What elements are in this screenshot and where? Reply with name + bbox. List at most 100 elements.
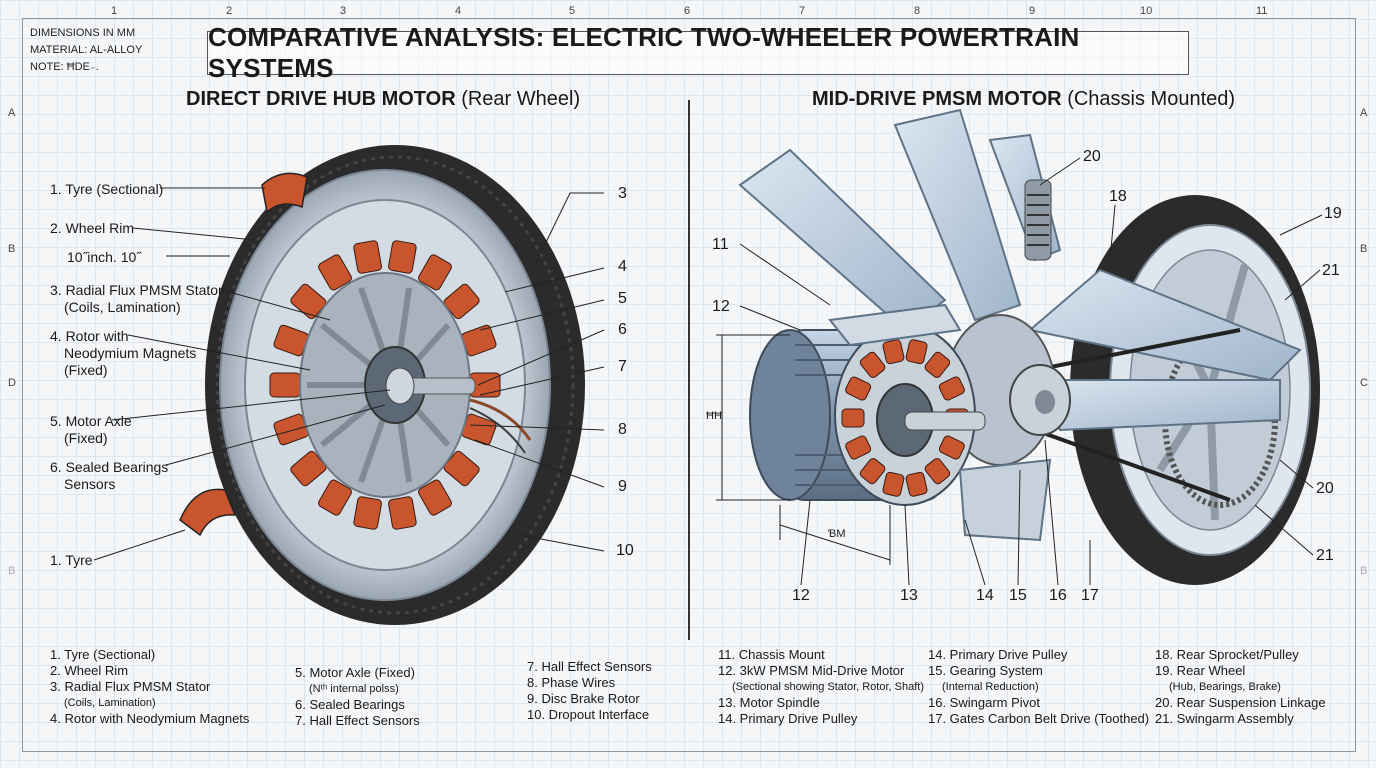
coil-winding (318, 254, 352, 291)
swingarm (1038, 379, 1281, 432)
part-number-21-top: 21 (1322, 262, 1340, 279)
coil-winding (353, 240, 382, 274)
rear-shock (1024, 179, 1052, 261)
callout-axle-fixed: (Fixed) (64, 430, 108, 446)
callout-stator-sub: (Coils, Lamination) (64, 299, 181, 315)
hub-motor-wheel (179, 145, 585, 625)
ruler-letter: C (1360, 377, 1368, 389)
mid-drive-assembly (738, 108, 1320, 585)
legend-item-sub: (Hub, Bearings, Brake) (1169, 681, 1281, 693)
dimension-width-label: ƁM (828, 528, 846, 540)
part-number-19: 19 (1324, 205, 1342, 222)
phase-wires (469, 398, 532, 441)
section-divider (688, 100, 690, 640)
stator-coils (269, 240, 501, 530)
left-title-bold: DIRECT DRIVE HUB MOTOR (186, 88, 456, 110)
part-number-13: 13 (900, 587, 918, 604)
part-number-16: 16 (1049, 587, 1067, 604)
legend-item: 12. 3kW PMSM Mid-Drive Motor (718, 663, 905, 678)
legend-item: 15. Gearing System (928, 663, 1043, 678)
callout-wheel-rim: 2. Wheel Rim (50, 220, 135, 236)
ruler-number: 3 (340, 5, 347, 17)
coil-winding (353, 496, 382, 530)
coil-winding (905, 339, 928, 365)
ruler-number: 11 (1256, 5, 1268, 17)
coil-winding (443, 450, 480, 487)
note-general: NOTE: ĦDE₋. (30, 61, 99, 73)
ruler-letter: D (8, 377, 16, 389)
ruler-letter: B (8, 565, 16, 577)
ruler-number: 7 (799, 5, 806, 17)
coil-winding (924, 351, 951, 378)
legend-item: 9. Disc Brake Rotor (527, 691, 640, 706)
coil-winding (938, 376, 965, 401)
part-number-12-top: 12 (712, 298, 730, 315)
ruler-number: 4 (455, 5, 462, 17)
legend-item-sub: (Nᵗʰ internal polss) (309, 683, 399, 695)
right-leader-lines (739, 157, 1323, 586)
legend-item: 13. Motor Spindle (718, 695, 820, 710)
coil-winding (418, 479, 452, 516)
part-number-21-bottom: 21 (1316, 547, 1334, 564)
coil-winding (938, 435, 965, 460)
dimension-height-label: ĦĦ (706, 410, 722, 422)
page-title: COMPARATIVE ANALYSIS: ELECTRIC TWO-WHEEL… (208, 22, 1080, 83)
coil-winding (318, 479, 352, 516)
left-legend-col-2: 5. Motor Axle (Fixed) (Nᵗʰ internal pols… (295, 665, 420, 729)
ruler-letter: B (1360, 243, 1368, 255)
coil-winding (859, 351, 886, 378)
part-number-10: 10 (616, 542, 634, 559)
coil-winding (269, 372, 301, 398)
legend-item: 20. Rear Suspension Linkage (1155, 695, 1326, 710)
callout-rotor-fixed: (Fixed) (64, 362, 108, 378)
callout-rotor-magnets: Neodymium Magnets (64, 345, 197, 361)
coil-winding (418, 254, 452, 291)
left-legend-col-3: 7. Hall Effect Sensors 8. Phase Wires 9.… (527, 659, 652, 723)
note-dimensions: DIMENSIONS IN MM (30, 27, 136, 39)
legend-item-sub: (Sectional showing Stator, Rotor, Shaft) (732, 681, 924, 693)
legend-item: 14. Primary Drive Pulley (928, 647, 1068, 662)
carbon-belt (1034, 328, 1241, 502)
legend-item: 7. Hall Effect Sensors (527, 659, 652, 674)
ruler-number: 9 (1029, 5, 1036, 17)
callout-rotor: 4. Rotor with (50, 328, 129, 344)
legend-item: 17. Gates Carbon Belt Drive (Toothed) (928, 711, 1150, 726)
legend-item: 8. Phase Wires (527, 675, 616, 690)
drawing-frame (22, 18, 1356, 752)
legend-item-sub: (Internal Reduction) (942, 681, 1039, 693)
legend-item: 1. Tyre (Sectional) (50, 647, 156, 662)
part-number-4: 4 (618, 258, 627, 275)
coil-winding (882, 471, 905, 497)
right-legend-col-3: 18. Rear Sprocket/Pulley 19. Rear Wheel … (1155, 647, 1326, 727)
ruler-letter: A (1360, 107, 1368, 119)
part-number-8: 8 (618, 421, 627, 438)
coil-winding (845, 435, 872, 460)
chassis-mount (828, 303, 962, 347)
coil-winding (388, 240, 417, 274)
legend-item: 19. Rear Wheel (1155, 663, 1246, 678)
coil-winding (388, 496, 417, 530)
title-block: COMPARATIVE ANALYSIS: ELECTRIC TWO-WHEEL… (207, 22, 1189, 83)
legend-item: 2. Wheel Rim (50, 663, 129, 678)
legend-item-sub: (Coils, Lamination) (64, 697, 156, 709)
left-section-title: DIRECT DRIVE HUB MOTOR (Rear Wheel) (186, 88, 580, 111)
motor-spindle (904, 411, 986, 431)
callout-motor-axle: 5. Motor Axle (50, 413, 132, 429)
ruler-number: 10 (1140, 5, 1153, 17)
note-material: MATERIAL: AL-ALLOY (30, 44, 143, 56)
part-number-14: 14 (976, 587, 994, 604)
legend-item: 5. Motor Axle (Fixed) (295, 665, 415, 680)
seat-tube (893, 108, 1022, 322)
left-legend-col-1: 1. Tyre (Sectional) 2. Wheel Rim 3. Radi… (50, 647, 249, 727)
part-number-15: 15 (1009, 587, 1027, 604)
right-title-rest: (Chassis Mounted) (1061, 88, 1236, 110)
ruler-number: 5 (569, 5, 576, 17)
ruler-letter: B (1360, 565, 1368, 577)
legend-item: 14. Primary Drive Pulley (718, 711, 858, 726)
ruler-letter: B (8, 243, 16, 255)
part-number-20-bottom: 20 (1316, 480, 1334, 497)
left-leader-lines (93, 187, 605, 561)
coil-winding (905, 471, 928, 497)
callout-rim-size: 10˝inch. 10˝ (67, 249, 141, 265)
